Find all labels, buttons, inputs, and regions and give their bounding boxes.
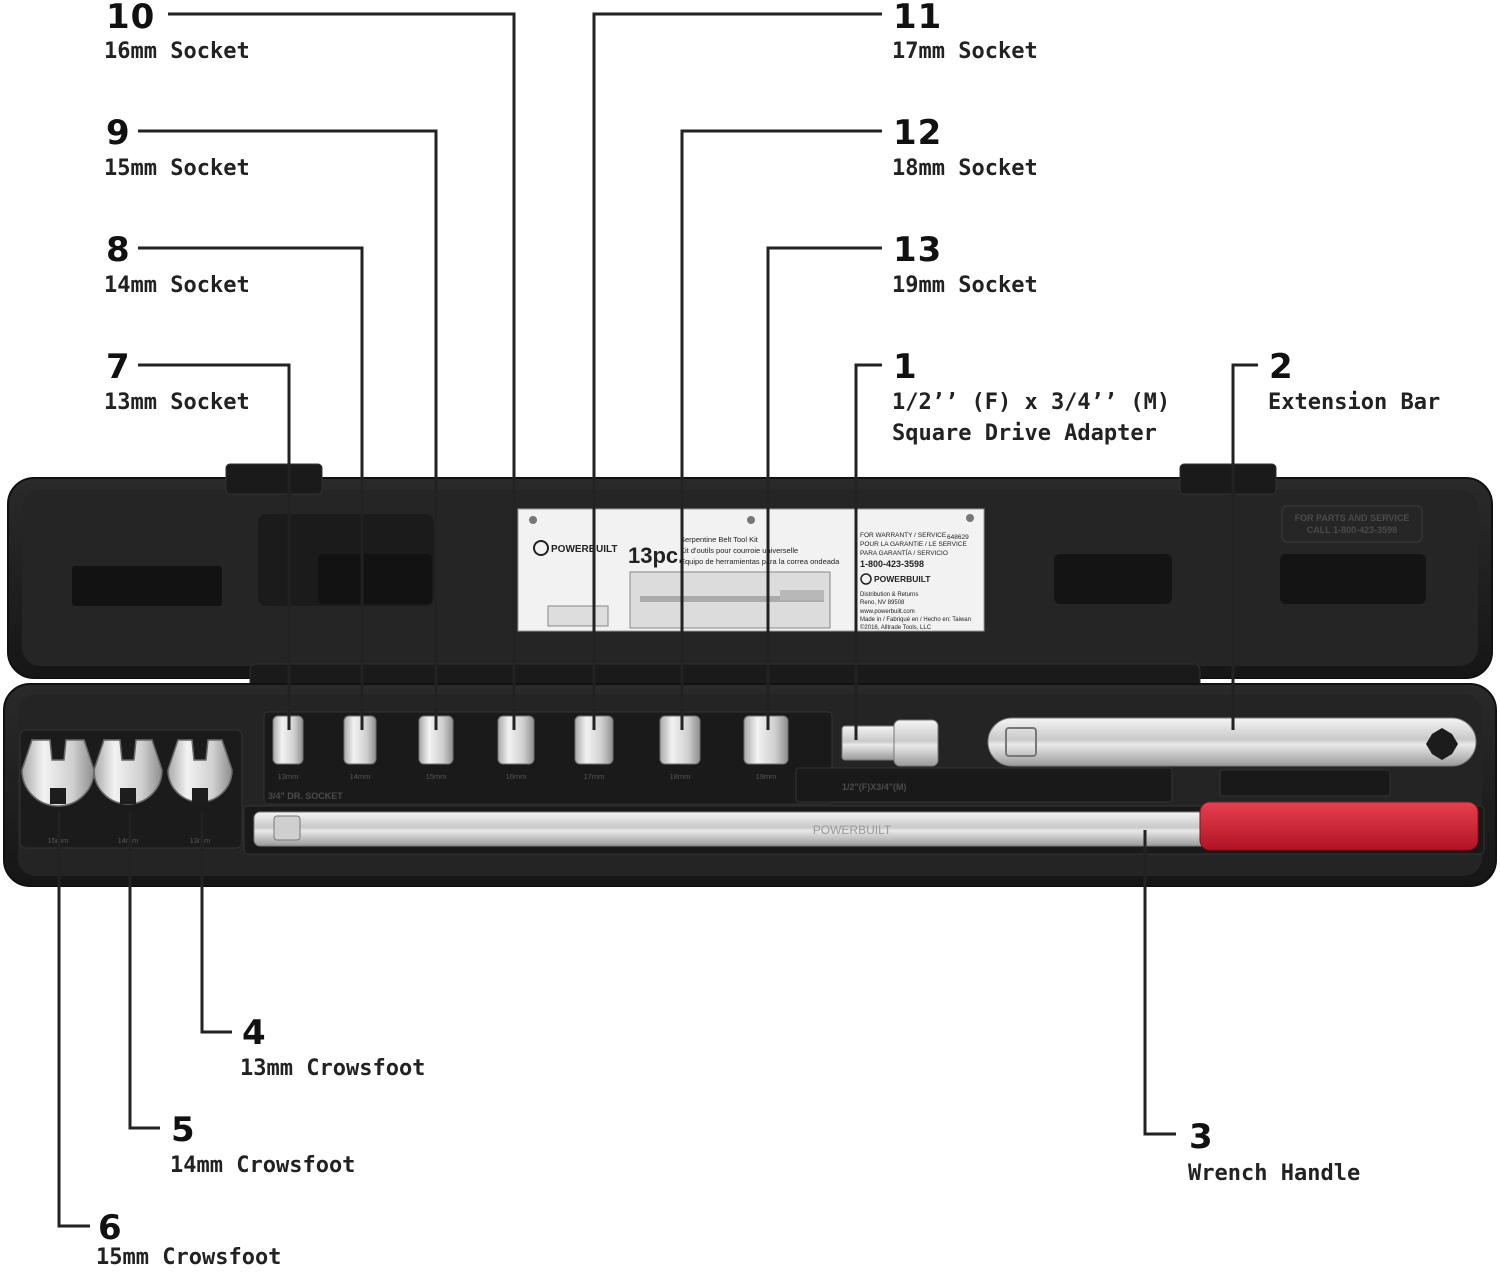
sticker-title-3: Equipo de herramientas para la correa on… [680,557,840,566]
sticker-info-1: FOR WARRANTY / SERVICE [860,532,947,539]
sticker-count: 13pc. [628,543,684,568]
sticker-info-5: Distribution & Returns [860,592,918,598]
embossed-line-2: CALL 1-800-423-3598 [1307,525,1397,535]
callout-4-name: 13mm Crowsfoot [240,1056,426,1081]
powerbuilt-logo-icon [860,573,872,585]
socket-size-label: 14mm [350,772,371,781]
crowsfoot-wrench-2 [93,739,163,805]
screw-icon [966,514,974,522]
sticker-phone: 1-800-423-3598 [860,559,924,569]
crowsfoot-size-label: 14mm [118,836,139,845]
callout-12-number: 12 [893,113,943,153]
adapter-recess-label: 1/2"(F)X3/4"(M) [842,782,907,792]
socket-6 [659,715,701,765]
callout-10-name: 16mm Socket [104,39,250,64]
callout-8-number: 8 [106,230,131,270]
crowsfoot-wrench-3 [167,739,233,803]
drive-head-icon [273,815,301,841]
sticker-part-number: 648629 [947,534,969,541]
embossed-service-badge: FOR PARTS AND SERVICE CALL 1-800-423-359… [1281,505,1423,543]
socket-7 [743,715,789,765]
callout-2-name: Extension Bar [1268,390,1441,415]
square-drive-icon [1005,727,1037,757]
leader-4 [200,812,232,1034]
callout-3-number: 3 [1189,1117,1214,1157]
handle-grip [1199,801,1479,851]
callout-1-number: 1 [893,347,918,387]
sticker-title-1: Serpentine Belt Tool Kit [680,535,759,544]
socket-2 [343,715,377,765]
callout-13-number: 13 [893,230,943,270]
callout-13-name: 19mm Socket [892,273,1038,298]
callout-11-name: 17mm Socket [892,39,1038,64]
powerbuilt-logo-icon [533,540,549,556]
crowsfoot-size-label: 13mm [190,836,211,845]
leader-2 [1231,363,1258,730]
extension-bar [987,717,1477,767]
sticker-info-2: POUR LA GARANTIE / LE SERVICE [860,541,967,548]
socket-size-label: 18mm [670,772,691,781]
star-socket-icon [1426,728,1458,760]
lid-sticker: POWERBUILT 13pc. Serpentine Belt Tool Ki… [517,508,985,632]
callout-7-name: 13mm Socket [104,390,250,415]
leader-13 [766,246,882,730]
leader-10 [168,12,516,730]
callout-12-name: 18mm Socket [892,156,1038,181]
callout-5-name: 14mm Crowsfoot [170,1153,356,1178]
screw-icon [747,516,755,524]
leader-6 [57,812,90,1228]
socket-size-label: 17mm [584,772,605,781]
callout-9-name: 15mm Socket [104,156,250,181]
callout-3-name: Wrench Handle [1188,1161,1361,1186]
sticker-info-7: www.powerbuilt.com [859,609,915,615]
callout-1-name-line2: Square Drive Adapter [892,421,1157,446]
socket-size-label: 16mm [506,772,527,781]
square-drive-hole-icon [120,788,136,804]
square-drive-hole-icon [192,788,208,804]
callout-1-name: 1/2’’ (F) x 3/4’’ (M) [892,390,1171,415]
handle-brand: POWERBUILT [813,823,892,837]
socket-size-label: 15mm [426,772,447,781]
sticker-brand-2: POWERBUILT [874,574,931,584]
leader-11 [592,12,882,730]
square-drive-hole-icon [50,788,66,804]
leader-lines [57,12,1258,1228]
socket-size-label: 13mm [278,772,299,781]
sticker-brand: POWERBUILT [551,544,617,555]
leader-3 [1143,830,1176,1136]
socket-tray-label: 3/4" DR. SOCKET [268,791,343,801]
callout-11-number: 11 [893,0,943,37]
warning-label [547,605,609,627]
callout-2-number: 2 [1269,347,1294,387]
sticker-title-2: Kit d'outils pour courroie universelle [680,546,798,555]
embossed-line-1: FOR PARTS AND SERVICE [1295,513,1410,523]
crowsfoot-set: 15mm 14mm 13mm [21,739,233,845]
callout-6-name: 15mm Crowsfoot [96,1245,282,1270]
socket-size-label: 19mm [756,772,777,781]
crowsfoot-wrench-1 [21,739,95,807]
leader-7 [138,363,291,730]
sticker-info-8: Made in / Fabriqué en / Hecho en: Taiwan [860,617,971,623]
callout-8-name: 14mm Socket [104,273,250,298]
sticker-info-6: Reno, NV 89508 [860,600,905,606]
callout-6-number: 6 [98,1208,123,1248]
leader-9 [138,129,438,730]
callout-9-number: 9 [106,113,131,153]
callout-10-number: 10 [106,0,156,37]
leader-8 [138,246,364,730]
sticker-info-3: PARA GARANTÍA / SERVICIO [860,548,948,557]
leader-5 [128,812,160,1130]
screw-icon [529,516,537,524]
callout-5-number: 5 [171,1110,196,1150]
callout-7-number: 7 [106,347,131,387]
sticker-info-9: ©2016, Alltrade Tools, LLC [860,624,932,631]
wrench-handle: POWERBUILT [253,801,1479,851]
leader-1 [854,363,882,740]
socket-4 [497,715,535,765]
leader-12 [680,129,882,730]
callout-4-number: 4 [242,1013,267,1053]
